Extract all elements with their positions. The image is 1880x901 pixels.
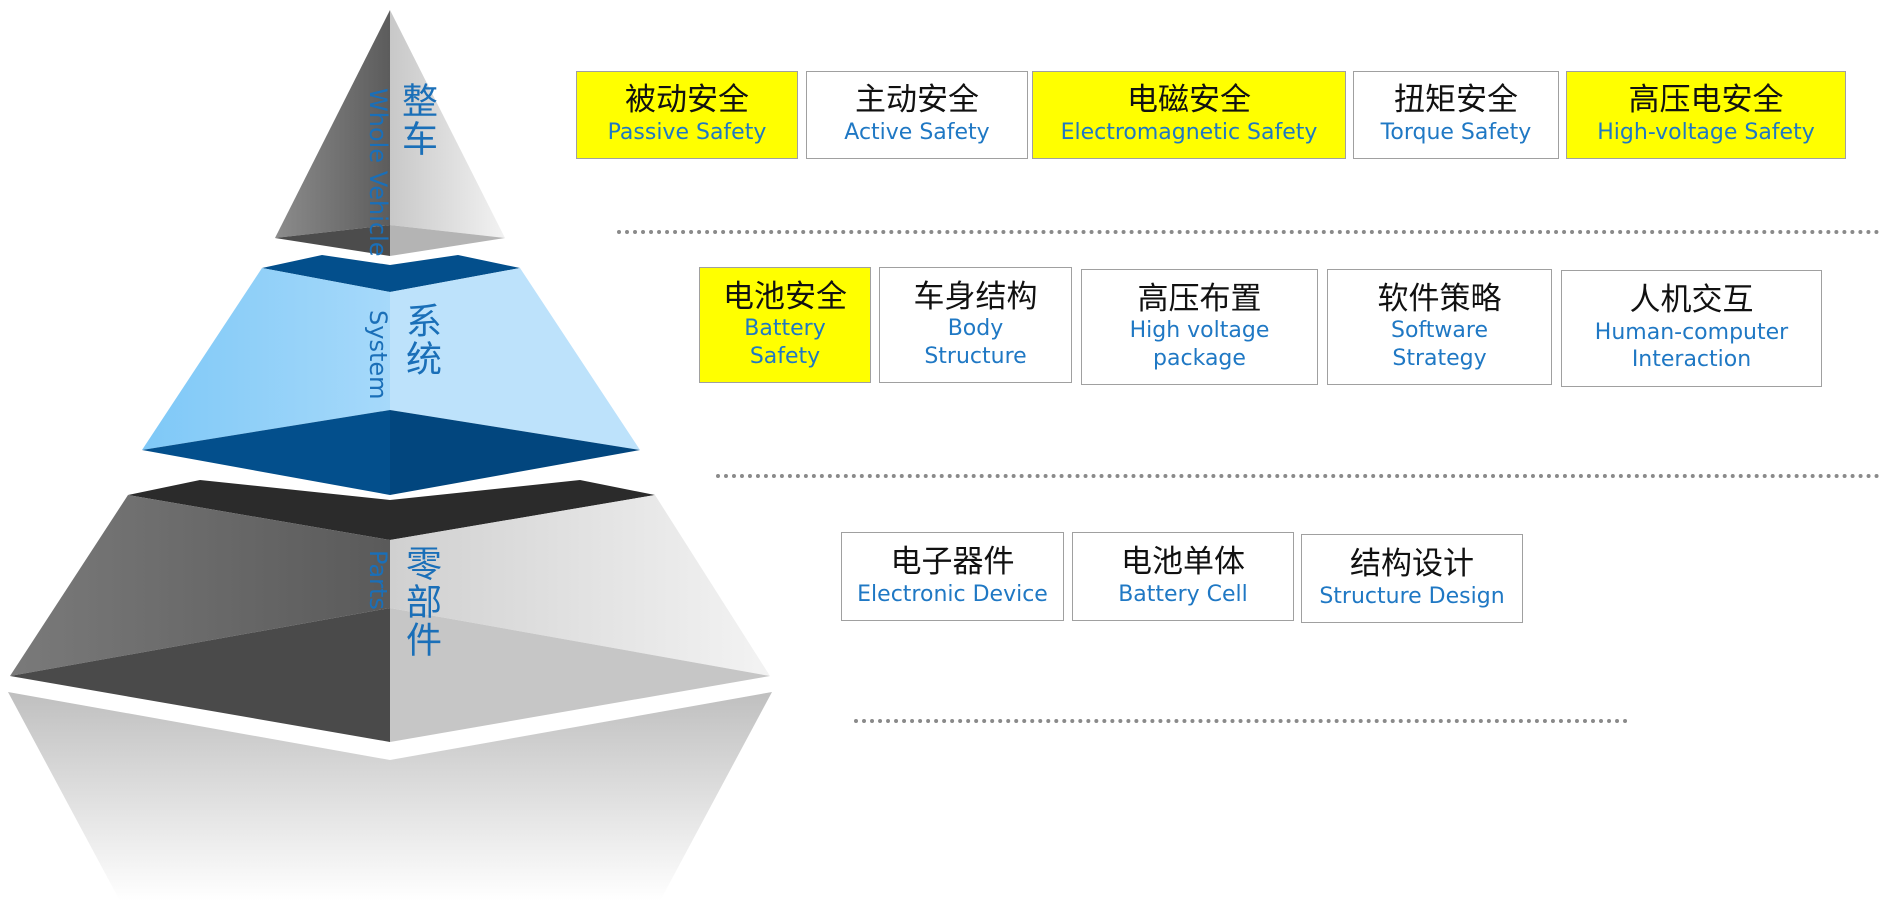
pyramid-graphic: [8, 10, 772, 901]
item-electronic-device: 电子器件 Electronic Device: [841, 532, 1064, 621]
item-en-line-1: Body: [947, 316, 1004, 342]
parts-left-face: [10, 495, 390, 676]
item-en: Battery Cell: [1118, 581, 1248, 607]
item-active-safety: 主动安全 Active Safety: [806, 71, 1028, 159]
item-cn: 车身结构: [913, 278, 1038, 315]
item-high-voltage-safety: 高压电安全 High-voltage Safety: [1566, 71, 1846, 159]
item-en-line-1: Battery: [744, 316, 826, 342]
item-high-voltage-package: 高压布置 High voltage package: [1081, 269, 1318, 385]
item-en-line-2: Safety: [749, 343, 821, 369]
item-en: High-voltage Safety: [1597, 120, 1815, 146]
item-en-line-2: package: [1153, 345, 1246, 371]
item-cn: 被动安全: [625, 82, 749, 119]
system-bottom-right-face: [390, 410, 640, 495]
vehicle-right-face: [390, 10, 505, 238]
system-layer-label-en: System: [364, 310, 392, 400]
item-en: Active Safety: [844, 120, 990, 146]
item-cn: 软件策略: [1377, 280, 1502, 317]
system-right-face: [390, 268, 640, 450]
parts-layer-label-en: Parts: [364, 550, 392, 610]
system-row-divider: [716, 474, 1880, 478]
item-en-line-2: Strategy: [1392, 345, 1487, 371]
vehicle-layer-label-en: Whole Vehicle: [364, 88, 392, 257]
system-left-face: [142, 268, 390, 450]
item-en-line-1: Human-computer: [1594, 319, 1789, 345]
item-software-strategy: 软件策略 Software Strategy: [1327, 269, 1552, 385]
vehicle-left-face: [275, 10, 390, 238]
parts-right-face: [390, 495, 770, 676]
item-en-line-1: High voltage: [1129, 318, 1270, 344]
item-cn: 结构设计: [1350, 545, 1474, 582]
system-layer-label-cn: 系统: [400, 302, 441, 378]
item-battery-safety: 电池安全 Battery Safety: [699, 267, 871, 383]
vehicle-bottom-left-face: [275, 225, 390, 256]
item-en: Structure Design: [1319, 583, 1505, 609]
item-cn: 高压布置: [1137, 280, 1262, 317]
item-structure-design: 结构设计 Structure Design: [1301, 534, 1523, 623]
item-human-computer-interaction: 人机交互 Human-computer Interaction: [1561, 270, 1822, 387]
item-en: Passive Safety: [607, 120, 767, 146]
item-body-structure: 车身结构 Body Structure: [879, 267, 1072, 383]
item-cn: 高压电安全: [1628, 82, 1784, 119]
item-en: Torque Safety: [1380, 120, 1532, 146]
parts-bottom-left-face: [10, 608, 390, 742]
item-en: Electronic Device: [857, 581, 1048, 607]
item-cn: 扭矩安全: [1394, 82, 1518, 119]
parts-row-divider: [854, 719, 1628, 723]
parts-layer-label-cn: 零部件: [400, 545, 441, 659]
item-cn: 人机交互: [1629, 282, 1754, 319]
vehicle-layer-label-cn: 整车: [396, 82, 437, 158]
item-electromagnetic-safety: 电磁安全 Electromagnetic Safety: [1032, 71, 1346, 159]
system-top-face: [262, 255, 520, 292]
item-torque-safety: 扭矩安全 Torque Safety: [1353, 71, 1559, 159]
item-passive-safety: 被动安全 Passive Safety: [576, 71, 798, 159]
item-en-line-2: Structure: [924, 343, 1027, 369]
parts-bottom-right-face: [390, 608, 770, 742]
item-en-line-1: Software: [1391, 318, 1488, 344]
vehicle-bottom-right-face: [390, 225, 505, 256]
vehicle-row-divider: [617, 230, 1880, 234]
item-cn: 电子器件: [890, 543, 1015, 580]
item-cn: 电池单体: [1121, 543, 1245, 580]
item-cn: 电磁安全: [1127, 82, 1251, 119]
item-cn: 主动安全: [855, 82, 979, 119]
item-en: Electromagnetic Safety: [1060, 120, 1318, 146]
item-cn: 电池安全: [723, 278, 847, 315]
item-en-line-2: Interaction: [1631, 347, 1752, 373]
system-bottom-left-face: [142, 410, 390, 495]
item-battery-cell: 电池单体 Battery Cell: [1072, 532, 1294, 621]
parts-top-face: [128, 480, 655, 540]
pyramid-reflection: [8, 692, 772, 901]
